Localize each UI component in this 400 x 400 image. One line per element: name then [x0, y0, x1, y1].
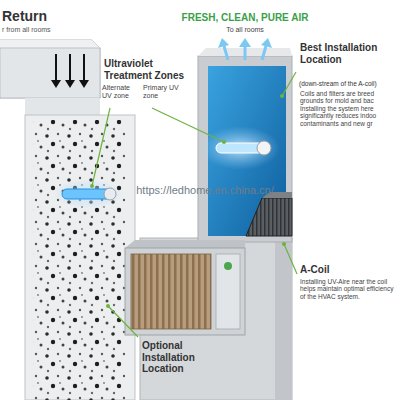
watermark: https://ledhome.en.china.cn/ — [90, 184, 320, 197]
section-heading: Return — [2, 8, 92, 24]
sub-label: r from all rooms — [2, 26, 94, 34]
callout-heading: Best Installation Location — [300, 42, 382, 65]
air-heading: FRESH, CLEAN, PURE AIR — [160, 12, 330, 24]
callout-heading: Ultraviolet Treatment Zones — [104, 58, 194, 81]
callout-body: Coils and filters are breed grounds for … — [300, 90, 396, 127]
callout-body: Installing UV-Aire near the coil helps m… — [300, 278, 394, 300]
callout-heading: A-Coil — [300, 264, 380, 276]
zone-label: Alternate UV zone — [102, 84, 140, 100]
zone-label: Primary UV zone — [143, 84, 181, 100]
sub-label: To all rooms — [160, 26, 330, 34]
callout-note: (down-stream of the A-coil) — [299, 80, 397, 87]
callout-heading: Optional Installation Location — [142, 340, 234, 375]
